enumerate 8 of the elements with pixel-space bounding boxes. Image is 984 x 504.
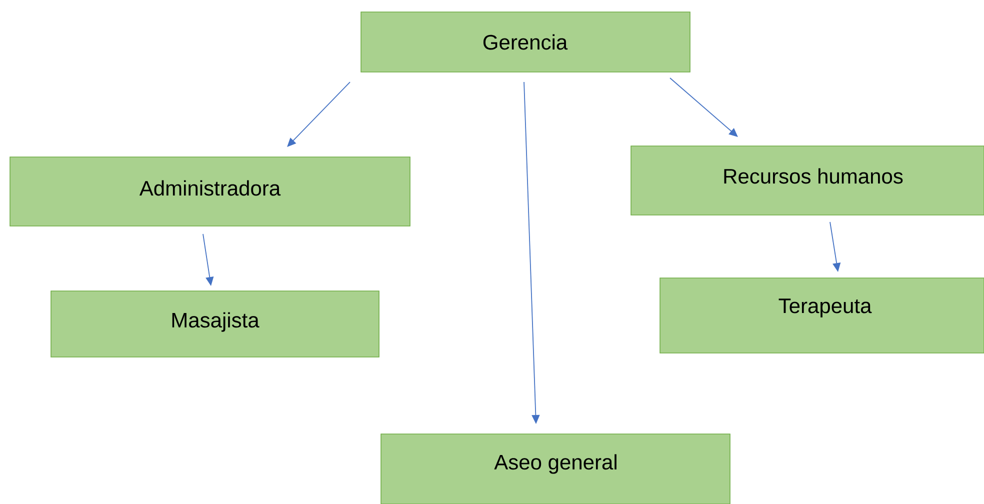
org-box: Recursos humanos [630, 146, 984, 216]
org-box: Administradora [10, 156, 410, 226]
org-box: Masajista [50, 290, 380, 358]
org-box: Gerencia [360, 12, 690, 72]
arrow [670, 78, 738, 137]
org-box: Terapeuta [660, 278, 984, 354]
org-box: Aseo general [380, 434, 730, 504]
arrow [287, 82, 350, 147]
